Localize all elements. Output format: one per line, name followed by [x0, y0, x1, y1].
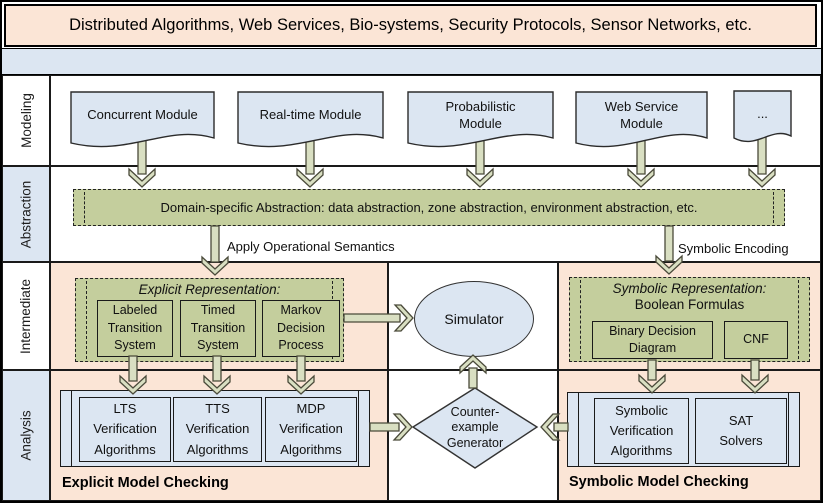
symbolic-model-checking-box: Symbolic Verification Algorithms SAT Sol… [567, 392, 800, 467]
inner-dashed-line [773, 192, 774, 223]
row-label-intermediate: Intermediate [18, 278, 34, 354]
inner-line [358, 391, 359, 466]
application-domains-banner: Distributed Algorithms, Web Services, Bi… [4, 4, 817, 47]
simulator-oval: Simulator [414, 281, 534, 357]
sat-solvers-box: SAT Solvers [695, 398, 787, 464]
document-shape [237, 91, 384, 148]
module-doc-label: Concurrent Module [87, 107, 198, 123]
spacer-strip [2, 48, 821, 75]
sidebar-cell-abstraction: Abstraction [2, 166, 50, 262]
inner-line [71, 391, 72, 466]
explicit-model-checking-box: LTS Verification Algorithms TTS Verifica… [60, 390, 370, 467]
module-doc-webservice: Web Service Module [575, 91, 708, 161]
inner-dashed-line [580, 280, 581, 359]
inner-dashed-line [84, 192, 85, 223]
module-doc-realtime: Real-time Module [237, 91, 384, 161]
document-shape [407, 91, 554, 148]
lts-box: Labeled Transition System [97, 300, 173, 357]
module-doc-label: Probabilistic Module [445, 99, 516, 131]
sidebar-cell-intermediate: Intermediate [2, 262, 50, 370]
explicit-representation-box: Explicit Representation: Labeled Transit… [75, 278, 344, 362]
row-label-analysis: Analysis [18, 410, 34, 461]
tts-box: Timed Transition System [180, 300, 256, 357]
domain-abstraction-box: Domain-specific Abstraction: data abstra… [73, 189, 785, 226]
inner-line [578, 393, 579, 466]
bdd-box: Binary Decision Diagram [592, 321, 713, 359]
lts-verification-box: LTS Verification Algorithms [79, 397, 171, 462]
symbolic-verification-box: Symbolic Verification Algorithms [594, 398, 689, 464]
counterexample-generator-diamond: Counter-example Generator [407, 382, 543, 474]
document-shape [575, 91, 708, 148]
module-doc-ellipsis: ... [733, 90, 792, 156]
cnf-box: CNF [724, 321, 788, 359]
sidebar-cell-modeling: Modeling [2, 75, 50, 166]
counterexample-generator-label: Counter-example Generator [446, 404, 504, 450]
tts-verification-box: TTS Verification Algorithms [173, 397, 262, 462]
row-label-abstraction: Abstraction [18, 180, 34, 248]
inner-line [788, 393, 789, 466]
explicit-model-checking-caption: Explicit Model Checking [62, 475, 229, 491]
row-label-modeling: Modeling [18, 93, 34, 148]
symbolic-representation-title: Symbolic Representation: Boolean Formula… [570, 281, 809, 312]
module-doc-probabilistic: Probabilistic Module [407, 91, 554, 161]
document-shape [70, 91, 215, 148]
module-doc-label: Real-time Module [259, 107, 362, 123]
module-doc-label: ... [757, 106, 768, 122]
label-apply-operational-semantics: Apply Operational Semantics [227, 239, 395, 254]
sidebar-cell-analysis: Analysis [2, 370, 50, 501]
domain-abstraction-text: Domain-specific Abstraction: data abstra… [160, 200, 698, 215]
mdp-verification-box: MDP Verification Algorithms [265, 397, 357, 462]
symbolic-subtitle-line: Boolean Formulas [634, 296, 745, 312]
module-doc-label: Web Service Module [604, 99, 679, 131]
symbolic-model-checking-caption: Symbolic Model Checking [569, 474, 749, 490]
inner-dashed-line [86, 281, 87, 359]
explicit-representation-title: Explicit Representation: [138, 282, 281, 297]
label-symbolic-encoding: Symbolic Encoding [678, 241, 789, 256]
inner-dashed-line [798, 280, 799, 359]
mdp-box: Markov Decision Process [262, 300, 340, 357]
diamond-shape [411, 387, 539, 469]
symbolic-representation-box: Symbolic Representation: Boolean Formula… [569, 277, 810, 362]
symbolic-title-line: Symbolic Representation: [612, 281, 767, 296]
module-doc-concurrent: Concurrent Module [70, 91, 215, 161]
